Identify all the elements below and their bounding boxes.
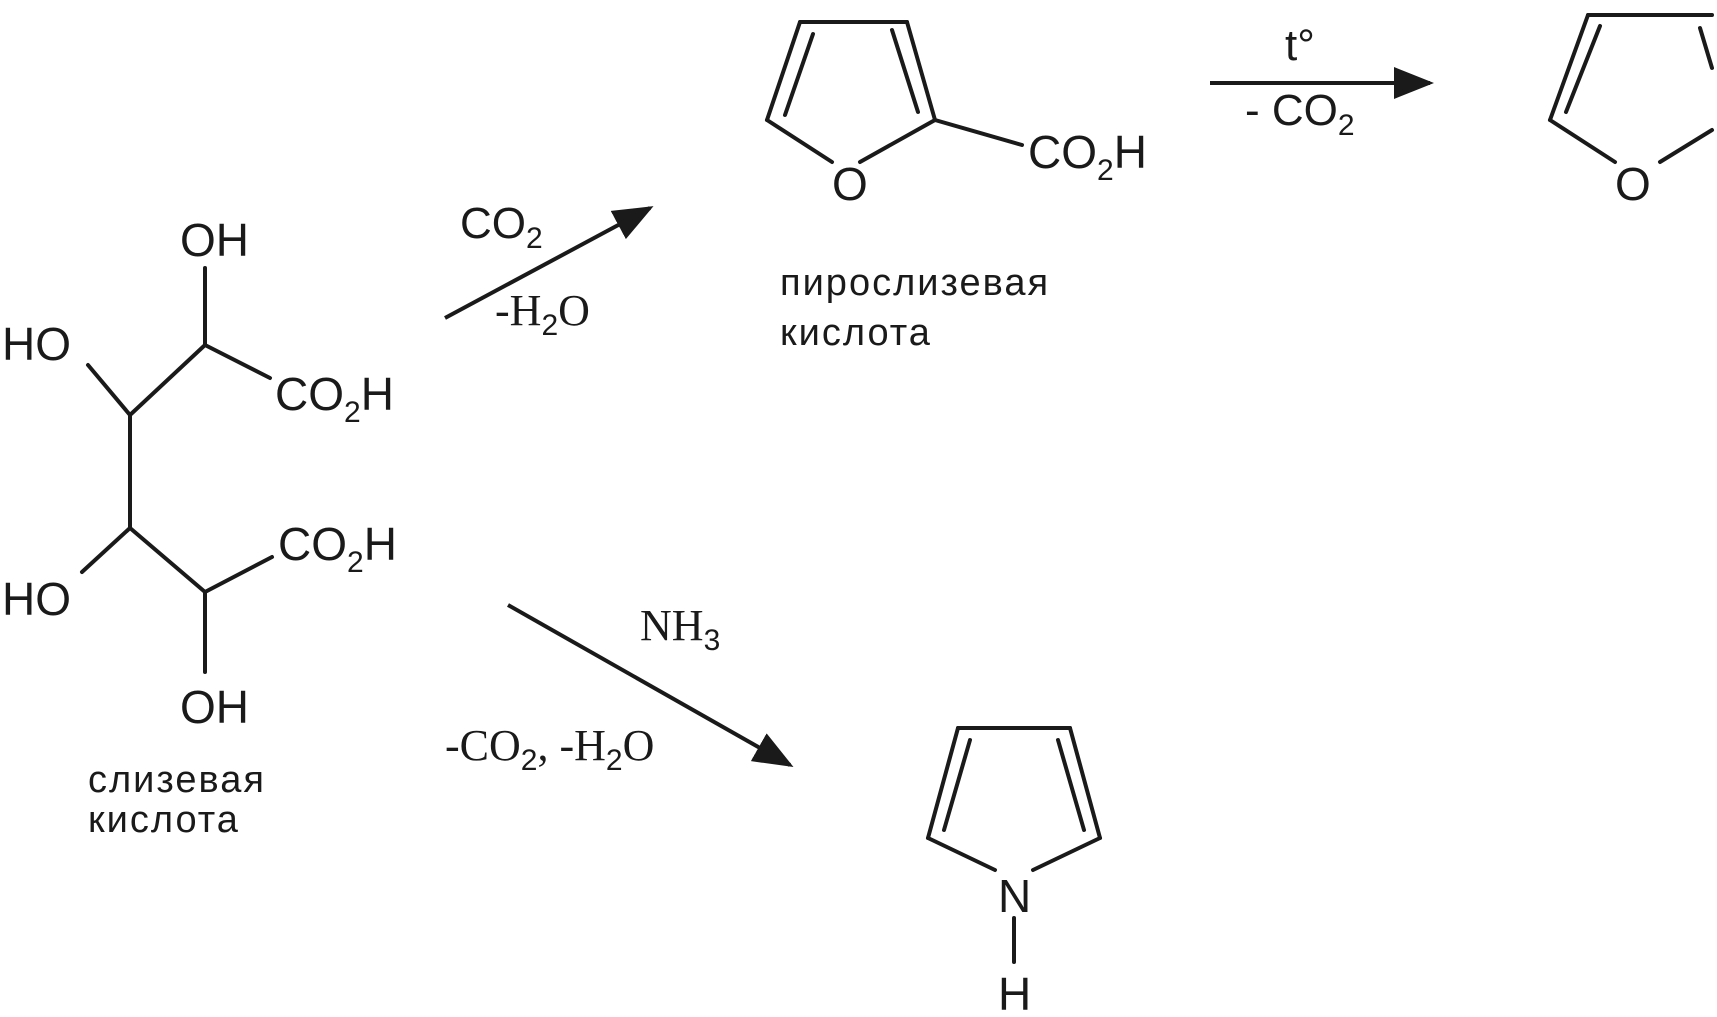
label-ho-upper: HO — [2, 318, 71, 370]
upper-reaction-arrow: CO2 -H2O — [444, 199, 654, 342]
furan2-bond-c2-co2h — [933, 118, 1024, 147]
pyrrole-ring-n: N — [998, 870, 1031, 922]
furan-bond-c5-o — [1548, 118, 1617, 164]
furan-structure: O — [1548, 13, 1714, 210]
furan-bond-c5-c4 — [1548, 13, 1590, 122]
pyrrole-structure: N H — [926, 726, 1102, 1017]
furan2-bond-o-c2 — [858, 118, 937, 164]
label-ho-lower: HO — [2, 573, 71, 625]
upper-cond-h2o: -H2O — [495, 286, 590, 342]
furan-ring-o: O — [1615, 158, 1651, 210]
label-oh-top: OH — [180, 214, 249, 266]
furan-bond-o-c2 — [1658, 128, 1714, 164]
pyrrole-bond-c4-c5-double — [1056, 738, 1086, 832]
mucic-acid-structure: OH HO CO2H CO2H HO OH слизевая кислота — [2, 214, 397, 841]
lower-cond-nh3: NH3 — [640, 601, 720, 657]
upper-cond-co2: CO2 — [460, 199, 543, 255]
pyrrole-bond-c2-n — [926, 836, 997, 872]
lower-reaction-arrow: NH3 -CO2, -H2O — [445, 601, 794, 777]
lower-cond-co2-h2o: -CO2, -H2O — [445, 721, 654, 777]
furan2-ring-o: O — [832, 158, 868, 210]
furan-bond-c3-c2-double — [1698, 26, 1714, 70]
mucic-acid-name-line2: кислота — [88, 799, 240, 841]
label-oh-bottom: OH — [180, 681, 249, 733]
pyromucic-acid-name-line1: пирослизевая — [780, 262, 1050, 304]
label-pyromucic-co2h: CO2H — [1028, 126, 1147, 187]
arrow-lower — [507, 603, 794, 767]
furan2-bond-c2-c3-double — [890, 28, 920, 114]
right-reaction-arrow: t° - CO2 — [1210, 21, 1434, 142]
pyrrole-n-h: H — [998, 968, 1031, 1017]
pyrrole-bond-c4-c5 — [1068, 726, 1102, 840]
furan2-bond-c5-o — [765, 118, 834, 164]
bond-lower-c-co2h — [203, 555, 274, 594]
furan2-bond-c4-c5 — [765, 20, 802, 122]
pyrrole-bond-c2-c3 — [926, 726, 960, 840]
furan2-bond-c2-c3 — [905, 20, 937, 122]
label-co2h-upper: CO2H — [275, 368, 394, 429]
arrow-upper — [444, 206, 654, 320]
pyromucic-acid-structure: O CO2H пирослизевая кислота — [765, 20, 1147, 354]
pyromucic-acid-name-line2: кислота — [780, 312, 932, 354]
right-cond-temperature: t° — [1285, 21, 1315, 70]
pyrrole-bond-c5-n — [1031, 836, 1102, 872]
bond-lower-c-c — [128, 526, 207, 594]
furan-bond-c5-c4-double — [1564, 24, 1602, 114]
bond-upper-c-co2h — [203, 343, 272, 380]
mucic-acid-name-line1: слизевая — [88, 759, 266, 801]
label-co2h-lower: CO2H — [278, 518, 397, 579]
bond-ho-upper — [86, 363, 132, 417]
bond-upper-c-c — [128, 343, 207, 417]
furan2-bond-c4-c5-double — [783, 32, 815, 117]
pyrrole-bond-c2-c3-double — [942, 738, 972, 832]
right-cond-co2: - CO2 — [1245, 86, 1355, 142]
bond-ho-lower — [80, 526, 132, 574]
